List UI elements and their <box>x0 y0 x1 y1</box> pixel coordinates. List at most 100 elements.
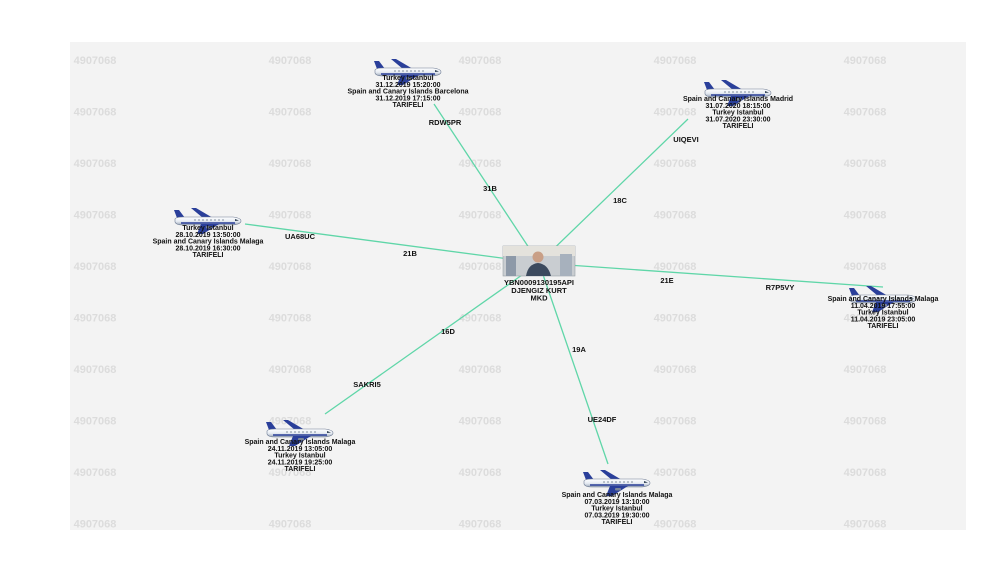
watermark-text: 4907068 <box>74 158 117 170</box>
watermark-text: 4907068 <box>269 158 312 170</box>
flight-edge <box>324 262 540 415</box>
booking-code-label: R7P5VY <box>766 283 795 292</box>
watermark-text: 4907068 <box>844 55 887 67</box>
flight-detail-line: TARIFELI <box>193 252 224 259</box>
watermark-text: 4907068 <box>459 313 502 325</box>
watermark-text: 4907068 <box>844 364 887 376</box>
seat-label: 19A <box>572 345 586 354</box>
watermark-text: 4907068 <box>74 55 117 67</box>
watermark-text: 4907068 <box>654 364 697 376</box>
seat-label: 31B <box>483 184 497 193</box>
seat-label: 18C <box>613 196 627 205</box>
watermark-text: 4907068 <box>654 416 697 428</box>
watermark-text: 4907068 <box>844 313 887 325</box>
flight-edge <box>538 118 689 264</box>
watermark-text: 4907068 <box>269 467 312 479</box>
watermark-text: 4907068 <box>459 55 502 67</box>
watermark-text: 4907068 <box>459 107 502 119</box>
watermark-text: 4907068 <box>654 210 697 222</box>
flight-node[interactable]: Spain and Canary Islands Madrid31.07.202… <box>683 79 793 130</box>
watermark-text: 4907068 <box>654 55 697 67</box>
flight-detail-line: Spain and Canary Islands Malaga <box>562 492 673 499</box>
watermark-text: 4907068 <box>844 107 887 119</box>
flight-detail-line: Turkey Istanbul <box>712 110 763 117</box>
watermark-text: 4907068 <box>74 467 117 479</box>
flight-node[interactable]: Spain and Canary Islands Malaga24.11.201… <box>245 419 356 473</box>
flight-edge <box>433 103 540 264</box>
flight-detail-line: Spain and Canary Islands Barcelona <box>348 89 469 96</box>
flight-edge <box>538 262 609 465</box>
watermark-text: 4907068 <box>844 261 887 273</box>
booking-code-label: SAKRI5 <box>353 380 381 389</box>
watermark-text: 4907068 <box>844 416 887 428</box>
flight-detail-line: Turkey Istanbul <box>382 75 433 82</box>
watermark-text: 4907068 <box>654 313 697 325</box>
passenger-detail-line: YBN0009130195API <box>504 278 574 287</box>
flight-detail-line: Spain and Canary Islands Malaga <box>153 239 264 246</box>
flight-detail-line: 31.07.2020 18:15:00 <box>706 103 771 110</box>
watermark-text: 4907068 <box>459 364 502 376</box>
flight-detail-line: TARIFELI <box>723 123 754 130</box>
booking-code-label: UE24DF <box>588 415 617 424</box>
watermark-text: 4907068 <box>269 364 312 376</box>
flight-detail-line: Turkey Istanbul <box>182 225 233 232</box>
watermark-text: 4907068 <box>74 364 117 376</box>
watermark-text: 4907068 <box>74 416 117 428</box>
flight-detail-line: Spain and Canary Islands Malaga <box>245 439 356 446</box>
watermark-text: 4907068 <box>74 261 117 273</box>
watermark-text: 4907068 <box>269 261 312 273</box>
flight-node[interactable]: Spain and Canary Islands Malaga11.04.201… <box>828 285 939 330</box>
watermark-text: 4907068 <box>74 519 117 531</box>
flight-detail-line: 24.11.2019 13:05:00 <box>268 446 333 453</box>
person-photo <box>502 245 576 277</box>
flight-detail-line: 11.04.2019 23:05:00 <box>851 316 916 323</box>
seat-label: 21B <box>403 249 417 258</box>
watermark-text: 4907068 <box>844 158 887 170</box>
booking-code-label: UA68UC <box>285 232 316 241</box>
seat-label: 21E <box>660 276 673 285</box>
flight-detail-line: Turkey Istanbul <box>591 506 642 513</box>
edge-layer: 31BRDW5PR18CUIQEVI21BUA68UC21ER7P5VY16DS… <box>244 103 884 465</box>
flight-detail-line: TARIFELI <box>393 102 424 109</box>
passenger-detail-line: DJENGIZ KURT <box>511 286 567 295</box>
flight-node[interactable]: Spain and Canary Islands Malaga07.03.201… <box>562 469 673 526</box>
flight-detail-line: 07.03.2019 19:30:00 <box>585 512 650 519</box>
watermark-text: 4907068 <box>74 107 117 119</box>
flight-detail-line: 07.03.2019 13:10:00 <box>585 499 650 506</box>
graph-canvas[interactable]: 4907068 4907068 4907068 4907068 4907068 49070… <box>70 42 966 530</box>
watermark-text: 4907068 <box>654 467 697 479</box>
flight-detail-line: Spain and Canary Islands Malaga <box>828 296 939 303</box>
watermark-text: 4907068 <box>459 416 502 428</box>
flight-detail-line: 31.12.2019 17:15:00 <box>376 95 441 102</box>
watermark-text: 4907068 <box>269 107 312 119</box>
flight-detail-line: 28.10.2019 16:30:00 <box>176 245 241 252</box>
watermark-text: 4907068 <box>844 467 887 479</box>
flight-detail-line: 11.04.2019 17:55:00 <box>851 303 916 310</box>
watermark-text: 4907068 <box>459 158 502 170</box>
watermark-layer: 4907068 4907068 4907068 4907068 4907068 49070… <box>74 55 887 530</box>
watermark-text: 4907068 <box>74 313 117 325</box>
watermark-text: 4907068 <box>74 210 117 222</box>
watermark-text: 4907068 <box>459 210 502 222</box>
flight-detail-line: 28.10.2019 13:50:00 <box>176 232 241 239</box>
watermark-text: 4907068 <box>269 519 312 531</box>
watermark-text: 4907068 <box>654 107 697 119</box>
flight-detail-line: TARIFELI <box>602 519 633 526</box>
watermark-text: 4907068 <box>269 313 312 325</box>
booking-code-label: UIQEVI <box>673 135 698 144</box>
flight-detail-line: 31.07.2020 23:30:00 <box>706 116 771 123</box>
watermark-text: 4907068 <box>459 519 502 531</box>
watermark-text: 4907068 <box>844 519 887 531</box>
watermark-text: 4907068 <box>654 519 697 531</box>
watermark-text: 4907068 <box>459 261 502 273</box>
watermark-text: 4907068 <box>269 55 312 67</box>
watermark-text: 4907068 <box>654 261 697 273</box>
passenger-detail-line: MKD <box>530 294 548 303</box>
flight-edge <box>538 262 884 288</box>
flight-detail-line: Turkey Istanbul <box>857 310 908 317</box>
flight-detail-line: 31.12.2019 15:20:00 <box>376 82 441 89</box>
